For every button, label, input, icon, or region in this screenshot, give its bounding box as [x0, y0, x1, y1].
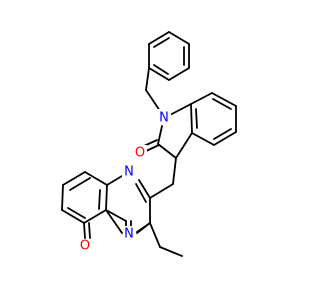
indoline-benzo-ring: [190, 92, 237, 146]
nitrogen-quinazoline-n1-label: N: [124, 165, 134, 180]
oxygen-quinazolinone-label: O: [80, 239, 90, 254]
oxygen-indolinone-label: O: [135, 146, 145, 161]
molecule-structure: N O N N O: [61, 31, 237, 257]
nitrogen-indoline-label: N: [159, 111, 169, 126]
benzyl-ch2-bonds: [145, 67, 161, 112]
quinazolinone-pyrimidine-ring: [105, 175, 183, 257]
label-adjacent-bonds: [83, 209, 151, 239]
nitrogen-quinazoline-n3-label: N: [124, 227, 134, 242]
quinazolinone-benzo-ring: [61, 171, 108, 224]
atom-labels: N O N N O: [78, 109, 171, 254]
benzyl-phenyl-ring: [148, 31, 190, 81]
methylene-linker: [149, 157, 177, 199]
